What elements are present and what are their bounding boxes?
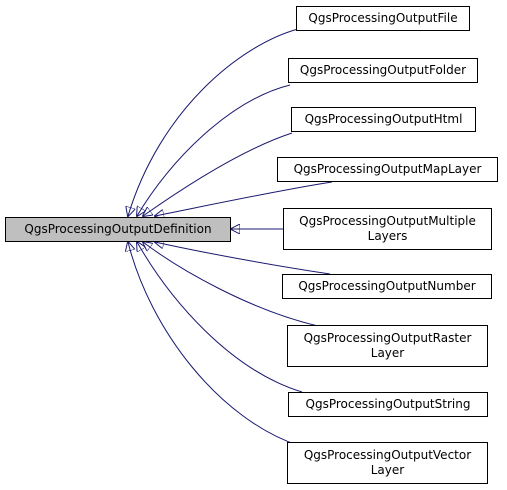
class-node-output-multiple-layers[interactable]: QgsProcessingOutputMultiple Layers	[283, 208, 492, 250]
edge-string	[137, 242, 303, 393]
class-node-output-raster-layer[interactable]: QgsProcessingOutputRaster Layer	[287, 325, 488, 367]
edge-maplayer	[155, 181, 333, 216]
edge-vector	[128, 242, 301, 447]
class-node-output-vector-layer[interactable]: QgsProcessingOutputVector Layer	[287, 442, 488, 484]
class-node-output-folder[interactable]: QgsProcessingOutputFolder	[288, 58, 478, 83]
edge-folder	[137, 84, 291, 216]
edge-html	[143, 132, 293, 216]
class-node-output-map-layer[interactable]: QgsProcessingOutputMapLayer	[277, 157, 498, 182]
edge-file	[128, 28, 299, 216]
edge-number	[155, 242, 331, 275]
class-node-output-file[interactable]: QgsProcessingOutputFile	[296, 6, 470, 31]
class-node-output-number[interactable]: QgsProcessingOutputNumber	[282, 274, 492, 299]
edge-raster	[143, 242, 319, 327]
class-node-output-string[interactable]: QgsProcessingOutputString	[288, 392, 488, 417]
base-class-node[interactable]: QgsProcessingOutputDefinition	[5, 217, 231, 242]
class-node-output-html[interactable]: QgsProcessingOutputHtml	[291, 107, 476, 132]
